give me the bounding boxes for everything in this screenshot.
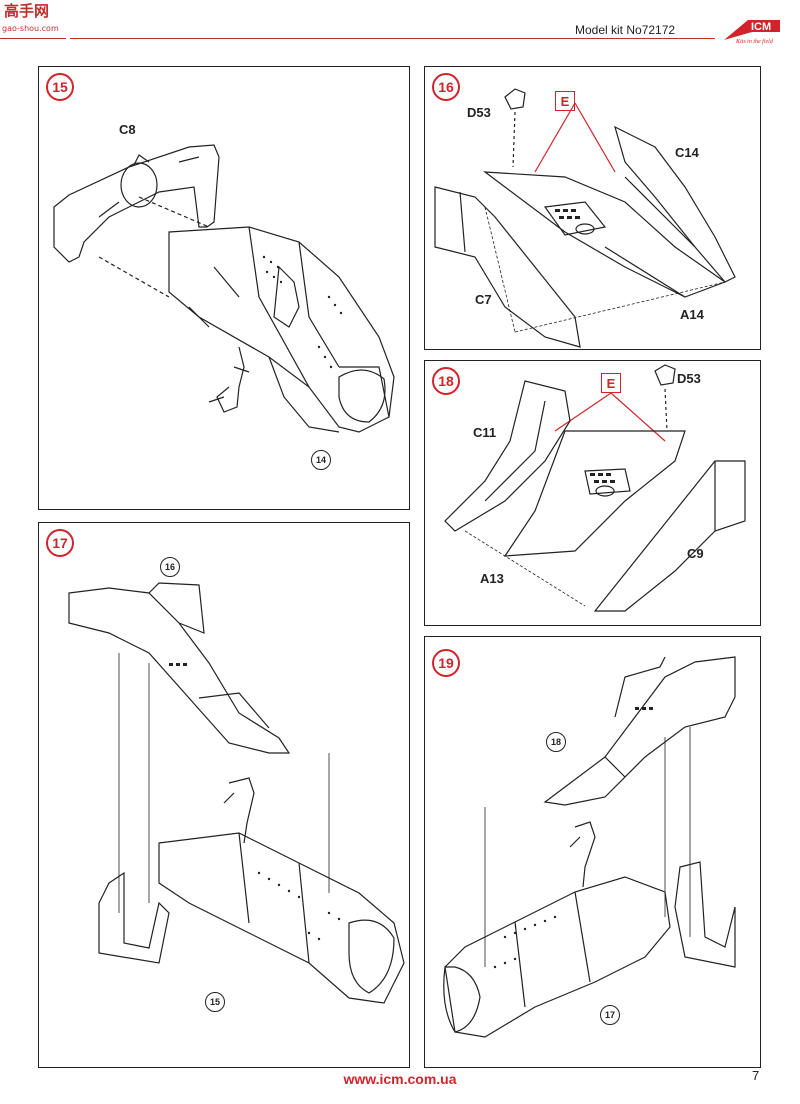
page-header: 高手网 gao-shou.com Model kit No72172 ICM K… [0, 0, 800, 46]
ref-badge-bottom: 15 [205, 992, 225, 1012]
step-number-badge: 17 [46, 529, 74, 557]
step-number-badge: 16 [432, 73, 460, 101]
part-label-c9: C9 [687, 546, 704, 561]
watermark: 高手网 [4, 2, 50, 20]
step-number-badge: 19 [432, 649, 460, 677]
step-18-panel: 18 D53 E C11 A13 C9 [424, 360, 761, 626]
part-label-c7: C7 [475, 292, 492, 307]
part-label-c14: C14 [675, 145, 699, 160]
svg-text:ICM: ICM [751, 21, 771, 33]
cockpit-floor-drawing-18 [444, 364, 746, 612]
svg-text:Kits in the field: Kits in the field [735, 38, 774, 45]
fuselage-assembly-drawing [53, 144, 395, 433]
ref-badge-top: 18 [546, 732, 566, 752]
fuselage-floor-install-drawing-19 [443, 656, 736, 1038]
page-number: 7 [752, 1068, 760, 1083]
cockpit-floor-drawing-16 [434, 88, 736, 348]
step-16-panel: 16 D53 E C14 C7 A14 [424, 66, 761, 350]
step-number-badge: 15 [46, 73, 74, 101]
part-label-d53: D53 [467, 105, 491, 120]
step-number-badge: 18 [432, 367, 460, 395]
ref-badge: 14 [311, 450, 331, 470]
paint-code-e: E [601, 373, 621, 393]
part-label-d53: D53 [677, 371, 701, 386]
part-label-c11: C11 [473, 425, 497, 440]
footer-url[interactable]: www.icm.com.ua [343, 1071, 457, 1087]
step-19-panel: 19 18 17 [424, 636, 761, 1068]
part-label-a13: A13 [480, 571, 504, 586]
part-label-c8: C8 [119, 122, 136, 137]
header-rule-left [0, 38, 66, 39]
watermark-sub: gao-shou.com [2, 24, 59, 33]
icm-logo: ICM Kits in the field [724, 20, 780, 45]
paint-code-e: E [555, 91, 575, 111]
step-15-panel: 15 C8 14 [38, 66, 410, 510]
model-kit-number: Model kit No72172 [575, 23, 676, 37]
ref-badge-top: 16 [160, 557, 180, 577]
fuselage-floor-install-drawing-17 [68, 582, 405, 1004]
step-17-panel: 17 16 15 [38, 522, 410, 1068]
ref-badge-bottom: 17 [600, 1005, 620, 1025]
header-rule [70, 38, 715, 39]
part-label-a14: A14 [680, 307, 704, 322]
